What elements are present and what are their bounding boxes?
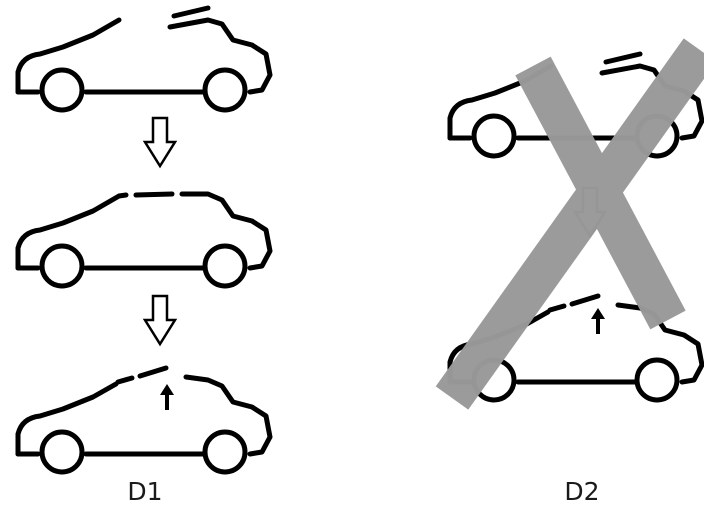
d1-car-roof-lifting (18, 368, 270, 472)
d1-car-roof-open (18, 8, 270, 110)
d2-lift-arrow (589, 306, 607, 336)
d2-prohibited-cross (435, 38, 704, 410)
d1-car-roof-closed (18, 194, 270, 286)
d1-lift-arrow (158, 382, 176, 412)
d2-caption: D2 (564, 477, 599, 506)
d1-step-arrow-1 (143, 116, 177, 168)
d1-step-arrow-2 (143, 294, 177, 346)
d1-caption: D1 (127, 477, 162, 506)
panel-d2: D2 (435, 38, 704, 506)
panel-d1: D1 (18, 8, 270, 506)
